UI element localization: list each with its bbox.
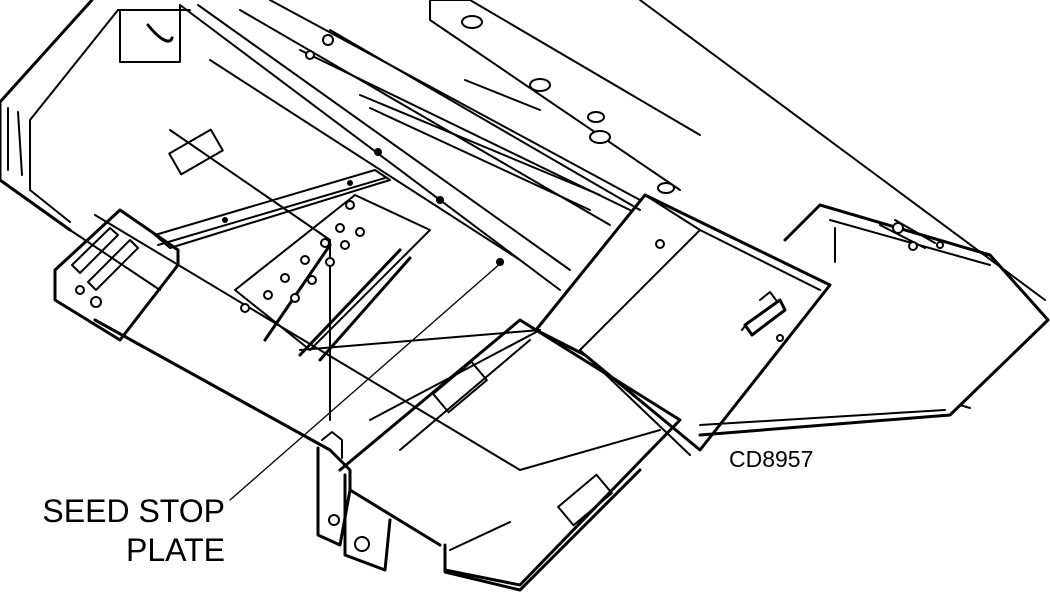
- upper-housing: [429, 0, 701, 194]
- lower-front-box: [338, 318, 682, 592]
- seed-box-side-panel: [94, 59, 661, 471]
- front-mounting-tabs: [316, 431, 392, 572]
- callout-label-line1: SEED STOP: [42, 493, 225, 529]
- left-mounting-bracket: [53, 208, 180, 342]
- rod-assembly: [179, 4, 641, 291]
- left-end-frame: [0, 0, 191, 291]
- lower-front-frame-rail: [93, 318, 541, 547]
- right-extension-hopper: [698, 203, 1050, 437]
- center-lid: [534, 193, 832, 456]
- cross-brace: [154, 169, 391, 249]
- seed-stop-plate: [234, 194, 431, 362]
- rear-panel-edge: [269, 0, 1046, 301]
- callout-leader-line: [229, 260, 504, 501]
- figure-id-label: CD8957: [729, 446, 814, 472]
- callout-label-line2: PLATE: [126, 532, 225, 568]
